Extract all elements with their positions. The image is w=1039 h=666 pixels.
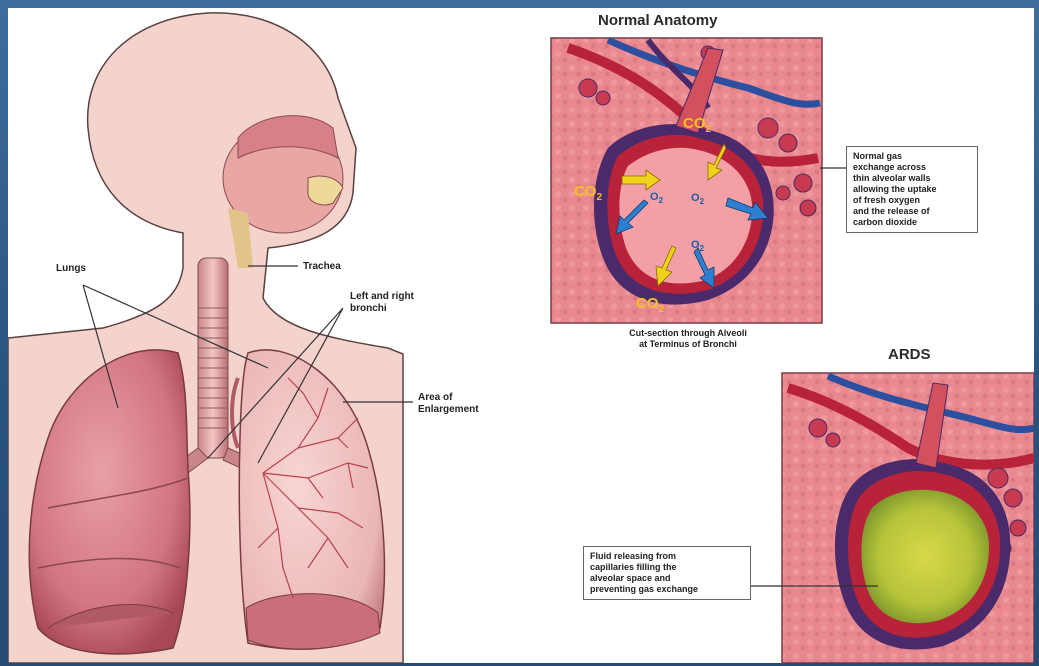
ards-description: Fluid releasing from capillaries filling…: [583, 546, 751, 600]
label-area-of-enlargement: Area of Enlargement: [418, 392, 479, 416]
normal-anatomy-title: Normal Anatomy: [598, 12, 717, 29]
diagram-graphic: CO2 CO2 CO2 O2 O2 O2: [8, 8, 1034, 663]
normal-caption: Cut-section through Alveoli at Terminus …: [578, 328, 798, 350]
slide-panel: CO2 CO2 CO2 O2 O2 O2 Lungs Trachea: [8, 8, 1034, 663]
label-trachea: Trachea: [303, 261, 341, 273]
normal-description: Normal gas exchange across thin alveolar…: [846, 146, 978, 233]
ards-alveolus-illustration: [748, 373, 1034, 663]
label-lungs: Lungs: [56, 263, 86, 275]
ards-title: ARDS: [888, 346, 931, 363]
label-bronchi: Left and right bronchi: [350, 291, 414, 315]
normal-alveolus-illustration: CO2 CO2 CO2 O2 O2 O2: [551, 38, 846, 323]
